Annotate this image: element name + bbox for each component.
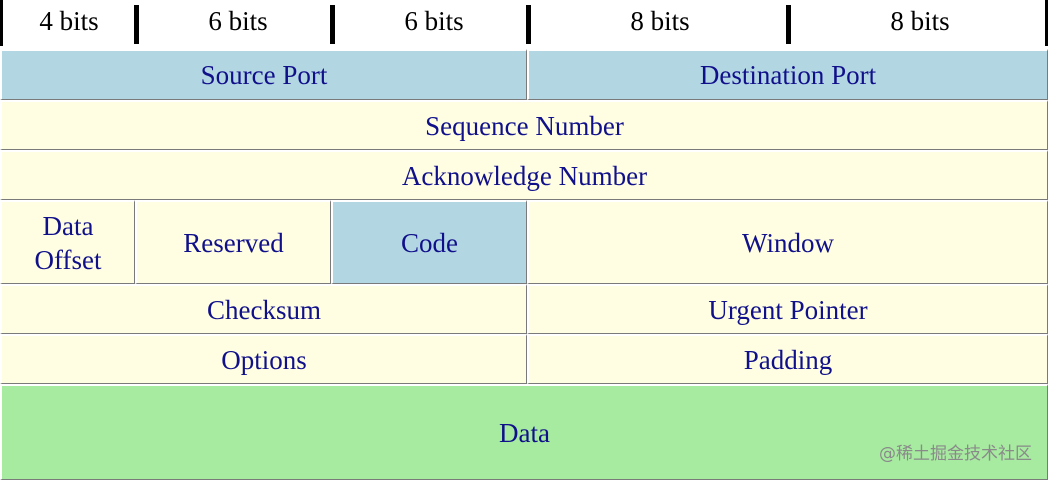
bit-width-label-5: 8 bits [890, 6, 950, 36]
source-port-label: Source Port [200, 60, 328, 90]
source-port-field: Source Port [0, 49, 527, 100]
destination-port-field: Destination Port [527, 49, 1048, 100]
tcp-header-diagram: Source Port Destination Port Sequence Nu… [0, 49, 1048, 480]
checksum-label: Checksum [207, 294, 321, 325]
padding-field: Padding [527, 334, 1048, 384]
destination-port-label: Destination Port [699, 60, 877, 90]
options-field: Options [0, 334, 527, 384]
sequence-number-field: Sequence Number [0, 100, 1048, 150]
data-offset-label-line1: Data [42, 210, 94, 241]
reserved-field: Reserved [135, 200, 331, 284]
padding-label: Padding [743, 344, 833, 375]
data-offset-label-line2: Offset [34, 244, 102, 275]
watermark: @稀土掘金技术社区 [879, 444, 1032, 464]
code-label: Code [401, 227, 458, 258]
urgent-pointer-label: Urgent Pointer [708, 294, 868, 325]
bit-width-ruler: 4 bits 6 bits 6 bits 8 bits 8 bits [0, 0, 1048, 46]
data-offset-field: Data Offset [0, 200, 135, 284]
data-label: Data [499, 417, 550, 448]
bit-width-label-2: 6 bits [208, 6, 268, 36]
urgent-pointer-field: Urgent Pointer [527, 284, 1048, 334]
ruler-tick [526, 5, 531, 44]
data-field: Data [0, 384, 1048, 480]
ruler-tick [786, 5, 791, 44]
ruler-tick [330, 5, 335, 44]
bit-width-label-3: 6 bits [404, 6, 464, 36]
window-label: Window [742, 227, 834, 258]
checksum-field: Checksum [0, 284, 527, 334]
sequence-number-label: Sequence Number [425, 110, 624, 141]
options-label: Options [221, 344, 307, 375]
reserved-label: Reserved [183, 227, 284, 258]
bit-width-label-1: 4 bits [39, 6, 99, 36]
bit-width-label-4: 8 bits [630, 6, 690, 36]
acknowledge-number-label: Acknowledge Number [401, 160, 648, 191]
acknowledge-number-field: Acknowledge Number [0, 150, 1048, 200]
ruler-tick [134, 5, 139, 44]
window-field: Window [527, 200, 1048, 284]
code-field: Code [331, 200, 527, 284]
